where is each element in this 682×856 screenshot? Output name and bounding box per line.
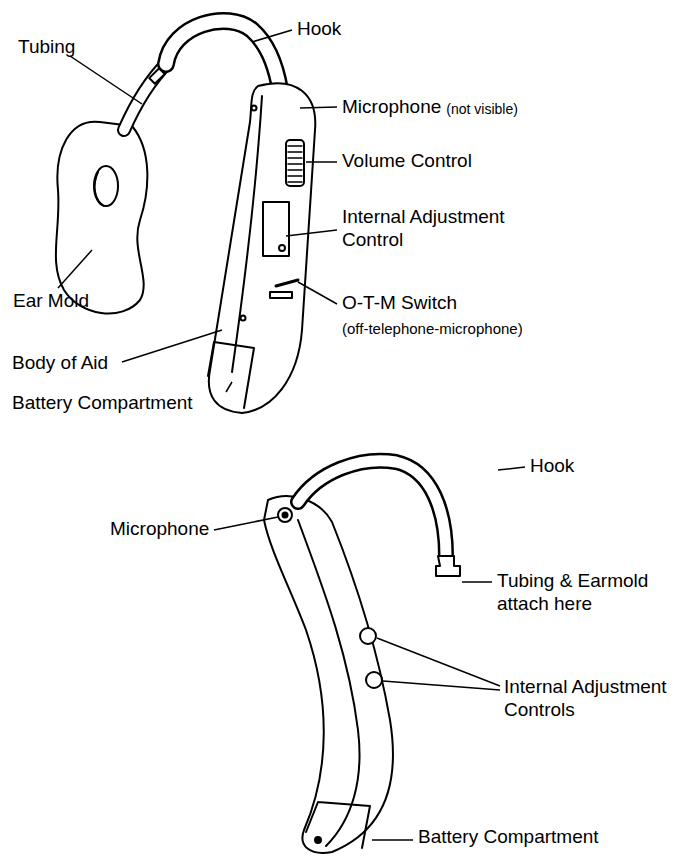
mold-contour	[95, 172, 104, 206]
part-label: Volume Control	[342, 150, 472, 173]
adjustment-panel	[263, 202, 289, 256]
hook-outer	[298, 461, 446, 556]
volume-wheel	[286, 140, 304, 186]
leader-line	[286, 230, 337, 236]
leader-line	[498, 467, 525, 470]
ear-canal-opening	[94, 166, 118, 206]
switch-slot	[270, 292, 292, 298]
body-dot	[252, 106, 257, 111]
body-of-aid	[264, 496, 393, 853]
leader-line	[70, 56, 142, 104]
leader-line	[122, 330, 222, 362]
adjustment-control	[360, 628, 376, 644]
part-label: (off-telephone-microphone)	[342, 320, 523, 338]
part-label: Body of Aid	[12, 352, 108, 375]
body-dot	[315, 837, 321, 843]
leader-line	[383, 681, 500, 690]
part-label: Internal Adjustment Controls	[504, 676, 676, 722]
microphone-port-center	[283, 513, 288, 518]
otm-switch	[276, 280, 298, 286]
ear-mold	[56, 122, 148, 314]
wheel-ridges	[288, 146, 302, 182]
part-label: Tubing	[18, 36, 75, 59]
leader-line	[214, 517, 278, 530]
part-label: Internal Adjustment Control	[342, 206, 542, 252]
leader-line	[226, 382, 232, 392]
leader-line	[372, 839, 413, 841]
adjustment-control	[366, 672, 382, 688]
hook-inner	[166, 21, 280, 90]
part-label: Battery Compartment	[12, 392, 193, 415]
body-contour	[232, 96, 262, 372]
leader-line	[462, 581, 492, 583]
hook-tip	[436, 556, 460, 576]
leader-line	[58, 250, 92, 288]
hook-inner	[298, 461, 446, 556]
part-label: Tubing & Earmold attach here	[497, 570, 672, 616]
hook-outer	[166, 21, 280, 90]
leader-line	[300, 107, 337, 108]
body-dot	[241, 316, 246, 321]
part-label: Microphone	[342, 96, 441, 119]
part-label: Hook	[530, 455, 574, 478]
adjustment-screw	[279, 245, 285, 251]
battery-door	[306, 802, 370, 848]
leader-line	[298, 282, 337, 304]
part-label: Hook	[297, 18, 341, 41]
part-label: Battery Compartment	[418, 826, 599, 849]
part-label: Ear Mold	[13, 290, 89, 313]
leader-line	[306, 161, 337, 163]
part-label: Microphone	[110, 518, 209, 541]
part-label: (not visible)	[446, 101, 518, 118]
part-label: O-T-M Switch	[342, 292, 457, 315]
body-contour	[298, 520, 360, 846]
body-of-aid	[209, 83, 315, 413]
microphone-port	[278, 508, 292, 522]
leader-line	[377, 638, 500, 686]
leader-line	[252, 30, 292, 42]
battery-door	[208, 342, 254, 408]
leader-lines	[58, 30, 525, 840]
